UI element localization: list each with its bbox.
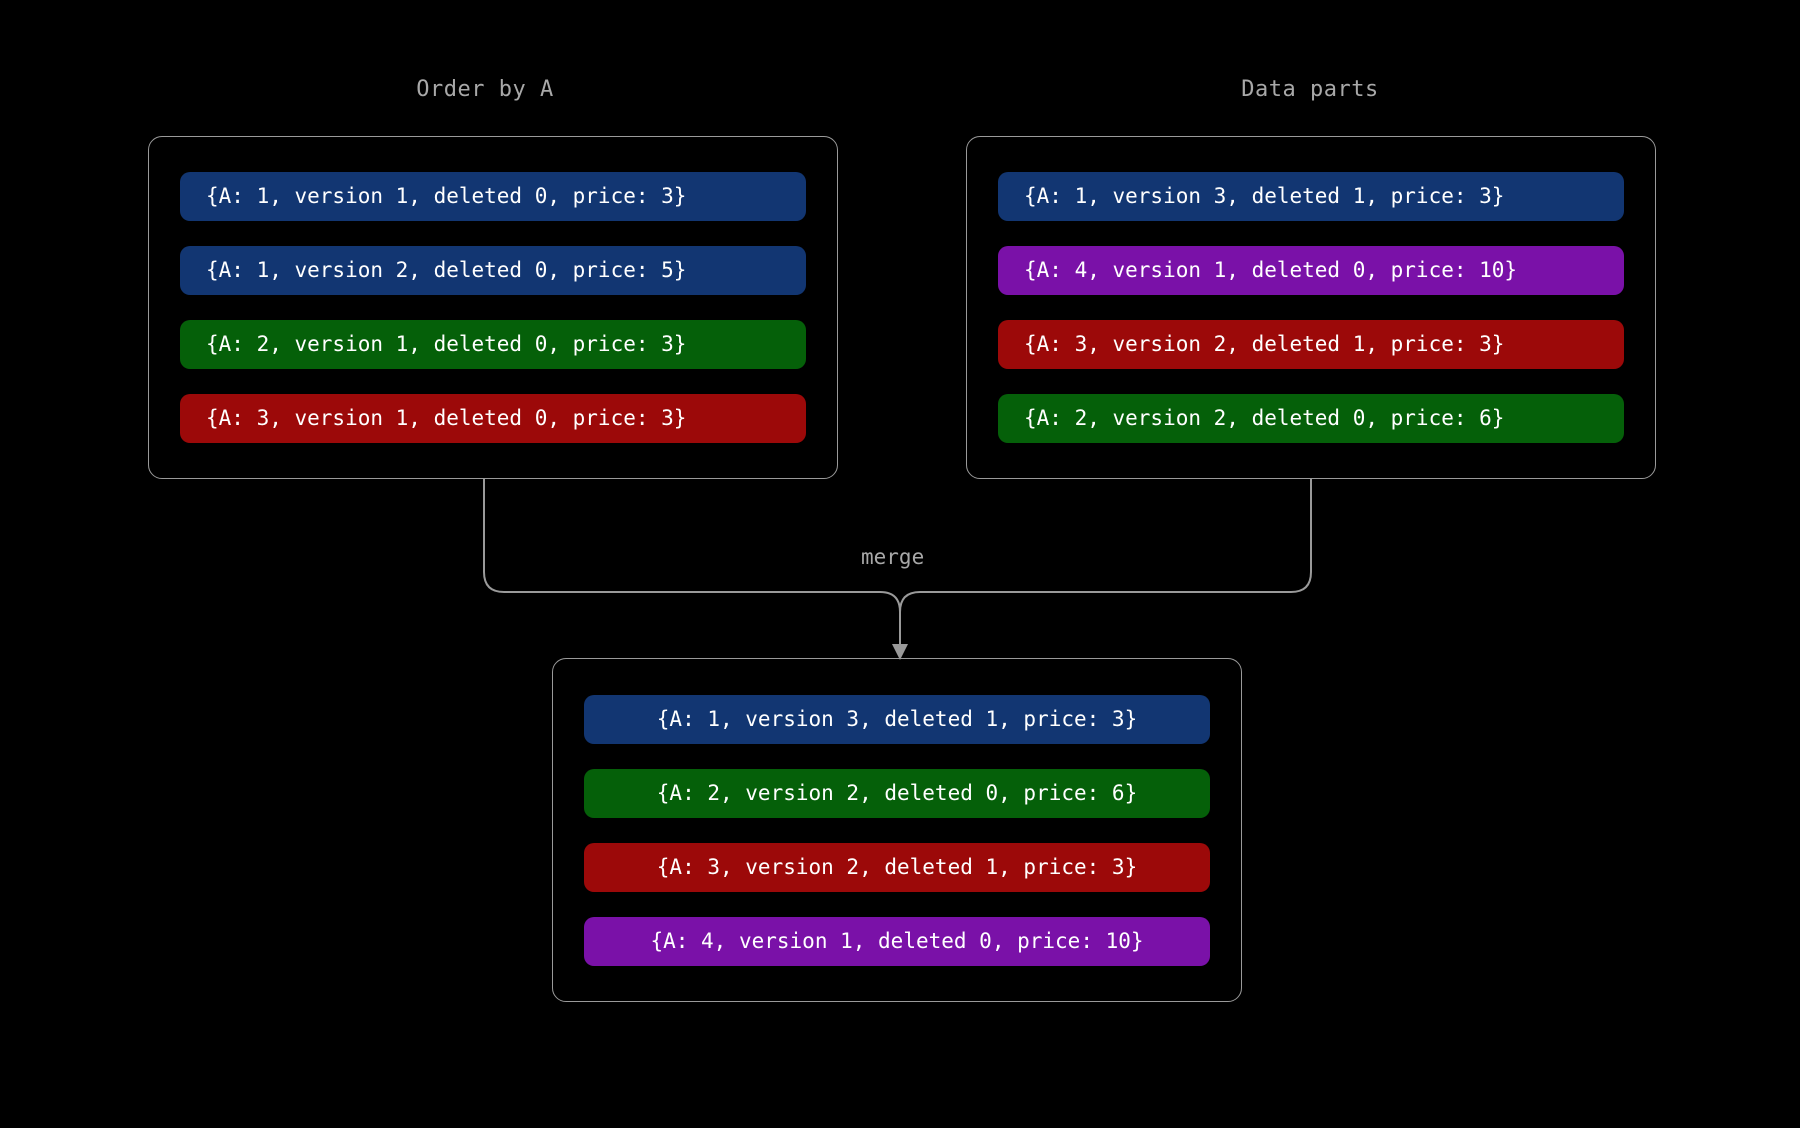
merge-label: merge bbox=[861, 545, 925, 569]
list-item[interactable]: {A: 1, version 2, deleted 0, price: 5} bbox=[180, 246, 806, 295]
list-item[interactable]: {A: 1, version 3, deleted 1, price: 3} bbox=[998, 172, 1624, 221]
right-panel-title: Data parts bbox=[1241, 77, 1379, 102]
panel-data-parts: {A: 1, version 3, deleted 1, price: 3} {… bbox=[966, 136, 1656, 479]
list-item[interactable]: {A: 3, version 2, deleted 1, price: 3} bbox=[998, 320, 1624, 369]
connector-path-right bbox=[899, 479, 1312, 648]
list-item[interactable]: {A: 2, version 1, deleted 0, price: 3} bbox=[180, 320, 806, 369]
list-item[interactable]: {A: 3, version 1, deleted 0, price: 3} bbox=[180, 394, 806, 443]
list-item[interactable]: {A: 1, version 1, deleted 0, price: 3} bbox=[180, 172, 806, 221]
left-panel-title: Order by A bbox=[416, 77, 554, 102]
panel-merged-result: {A: 1, version 3, deleted 1, price: 3} {… bbox=[552, 658, 1242, 1002]
list-item[interactable]: {A: 4, version 1, deleted 0, price: 10} bbox=[998, 246, 1624, 295]
panel-order-by-a: {A: 1, version 1, deleted 0, price: 3} {… bbox=[148, 136, 838, 479]
list-item[interactable]: {A: 2, version 2, deleted 0, price: 6} bbox=[584, 768, 1210, 818]
list-item[interactable]: {A: 1, version 3, deleted 1, price: 3} bbox=[584, 694, 1210, 744]
list-item[interactable]: {A: 2, version 2, deleted 0, price: 6} bbox=[998, 394, 1624, 443]
list-item[interactable]: {A: 4, version 1, deleted 0, price: 10} bbox=[584, 916, 1210, 966]
connector-path-left bbox=[483, 479, 901, 648]
list-item[interactable]: {A: 3, version 2, deleted 1, price: 3} bbox=[584, 842, 1210, 892]
